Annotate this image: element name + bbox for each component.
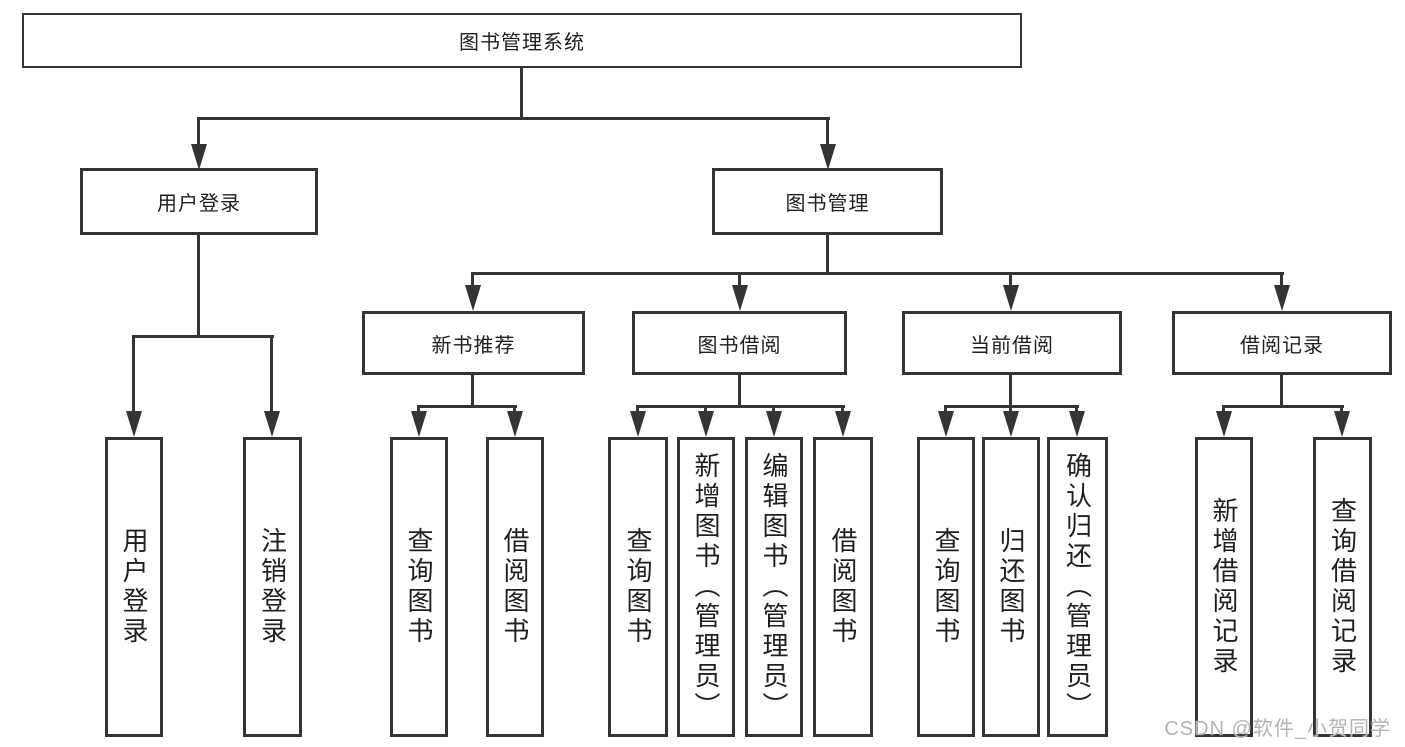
leaf-logout-label: 注销登录: [257, 527, 288, 647]
leaf-borrow-books: 借阅图书: [813, 437, 873, 737]
arrow-down-icon: [1003, 411, 1019, 437]
connector-line: [1280, 273, 1283, 287]
node-book-management-label: 图书管理: [785, 193, 870, 215]
connector-line: [1009, 375, 1012, 407]
connector-line: [1009, 273, 1012, 287]
connector-line: [471, 272, 1284, 275]
connector-line: [270, 336, 273, 413]
leaf-query-borrow-record: 查询借阅记录: [1313, 437, 1372, 737]
leaf-return-books-label: 归还图书: [996, 527, 1026, 647]
node-borrow-records-label: 借阅记录: [1240, 334, 1324, 357]
leaf-add-borrow-record-label: 新增借阅记录: [1209, 497, 1239, 677]
leaf-edit-books-admin-label: 编辑图书（管理员）: [759, 452, 789, 722]
leaf-add-books-admin-label: 新增图书（管理员）: [691, 452, 721, 722]
leaf-return-books: 归还图书: [982, 437, 1040, 737]
arrow-down-icon: [1003, 285, 1019, 311]
node-current-borrow-label: 当前借阅: [970, 334, 1054, 357]
arrow-down-icon: [465, 285, 481, 311]
node-current-borrow: 当前借阅: [902, 311, 1122, 375]
node-book-management: 图书管理: [712, 168, 943, 235]
connector-line: [471, 375, 474, 407]
connector-line: [520, 68, 523, 118]
leaf-user-login-label: 用户登录: [119, 527, 149, 647]
csdn-watermark: CSDN @软件_小贺同学: [1164, 718, 1391, 740]
leaf-query-books-new-label: 查询图书: [404, 527, 434, 647]
node-book-borrow: 图书借阅: [632, 311, 847, 375]
arrow-down-icon: [820, 144, 836, 170]
connector-line: [1222, 405, 1344, 408]
connector-line: [197, 235, 200, 337]
connector-line: [738, 375, 741, 407]
node-root-label: 图书管理系统: [459, 32, 585, 54]
connector-line: [471, 273, 474, 287]
connector-line: [738, 273, 741, 287]
arrow-down-icon: [411, 411, 427, 437]
connector-line: [826, 118, 829, 146]
node-new-book-recommend-label: 新书推荐: [431, 334, 516, 357]
connector-line: [132, 335, 274, 338]
node-root: 图书管理系统: [22, 13, 1022, 68]
leaf-edit-books-admin: 编辑图书（管理员）: [745, 437, 803, 737]
leaf-query-borrow-record-label: 查询借阅记录: [1327, 497, 1358, 677]
leaf-query-books-new: 查询图书: [390, 437, 448, 737]
node-user-login-label: 用户登录: [157, 193, 241, 215]
arrow-down-icon: [1274, 285, 1290, 311]
leaf-add-borrow-record: 新增借阅记录: [1195, 437, 1253, 737]
arrow-down-icon: [1216, 411, 1232, 437]
leaf-add-books-admin: 新增图书（管理员）: [677, 437, 735, 737]
leaf-query-books-borrow: 查询图书: [608, 437, 668, 737]
leaf-query-books-current: 查询图书: [917, 437, 975, 737]
arrow-down-icon: [835, 411, 851, 437]
leaf-query-books-borrow-label: 查询图书: [623, 527, 653, 647]
connector-line: [197, 117, 830, 120]
node-user-login: 用户登录: [80, 168, 318, 235]
connector-line: [1280, 375, 1283, 407]
arrow-down-icon: [698, 411, 714, 437]
connector-line: [417, 405, 517, 408]
leaf-borrow-books-new: 借阅图书: [486, 437, 544, 737]
arrow-down-icon: [126, 411, 142, 437]
arrow-down-icon: [507, 411, 523, 437]
arrow-down-icon: [630, 411, 646, 437]
arrow-down-icon: [1069, 411, 1085, 437]
leaf-user-login: 用户登录: [105, 437, 163, 737]
arrow-down-icon: [1334, 411, 1350, 437]
connector-line: [944, 405, 1079, 408]
connector-line: [132, 336, 135, 413]
arrow-down-icon: [732, 285, 748, 311]
arrow-down-icon: [264, 411, 280, 437]
arrow-down-icon: [191, 144, 207, 170]
connector-line: [826, 235, 829, 275]
arrow-down-icon: [938, 411, 954, 437]
node-book-borrow-label: 图书借阅: [697, 334, 782, 357]
connector-line: [197, 118, 200, 146]
node-borrow-records: 借阅记录: [1172, 311, 1392, 375]
leaf-borrow-books-new-label: 借阅图书: [500, 527, 530, 647]
node-new-book-recommend: 新书推荐: [362, 311, 585, 375]
leaf-query-books-current-label: 查询图书: [931, 527, 961, 647]
leaf-borrow-books-label: 借阅图书: [828, 527, 858, 647]
arrow-down-icon: [766, 411, 782, 437]
connector-line: [636, 405, 845, 408]
leaf-confirm-return-admin-label: 确认归还（管理员）: [1062, 452, 1093, 722]
leaf-confirm-return-admin: 确认归还（管理员）: [1047, 437, 1108, 737]
leaf-logout: 注销登录: [243, 437, 302, 737]
